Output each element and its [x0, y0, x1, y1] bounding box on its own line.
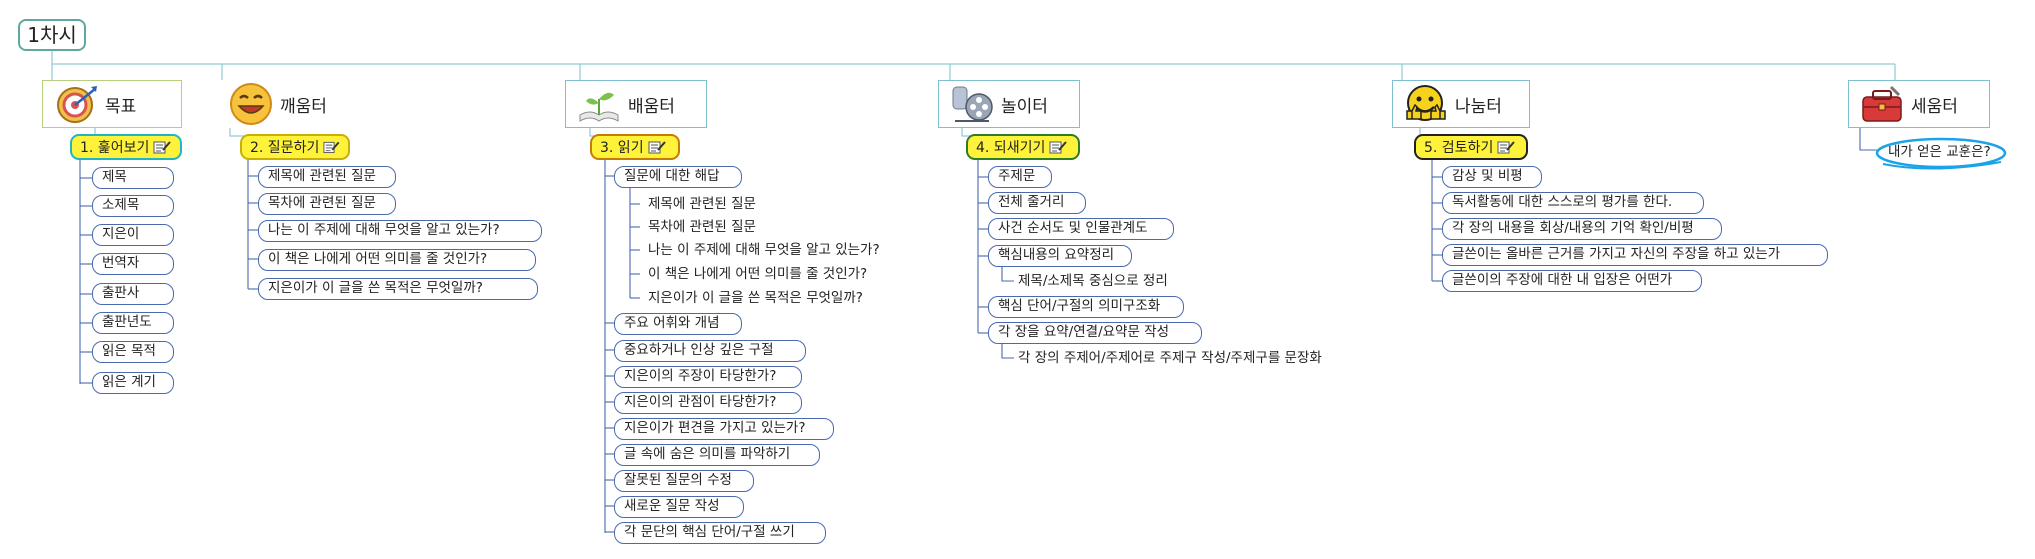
- list-item[interactable]: 이 책은 나에게 어떤 의미를 줄 것인가?: [258, 249, 536, 271]
- step-review[interactable]: 4. 되새기기: [966, 134, 1080, 160]
- list-item[interactable]: 나는 이 주제에 대해 무엇을 알고 있는가?: [648, 242, 880, 258]
- step-skim[interactable]: 1. 훑어보기: [70, 134, 182, 160]
- film-reel-icon: [952, 86, 993, 122]
- root-topic[interactable]: 1차시: [18, 19, 86, 51]
- target-icon: [57, 86, 97, 123]
- list-item[interactable]: 각 장의 주제어/주제어로 주제구 작성/주제구를 문장화: [1018, 350, 1322, 366]
- list-item[interactable]: 제목: [92, 167, 174, 189]
- list-item[interactable]: 소제목: [92, 195, 174, 217]
- smiley-face-icon: [230, 83, 272, 125]
- list-item[interactable]: 지은이의 관점이 타당한가?: [614, 392, 802, 414]
- list-item[interactable]: 지은이가 이 글을 쓴 목적은 무엇일까?: [258, 278, 538, 300]
- note-icon: [323, 141, 340, 154]
- step-read[interactable]: 3. 읽기: [590, 134, 680, 160]
- step-review-label: 4. 되새기기: [976, 140, 1046, 156]
- branch-goal-title: 목표: [105, 96, 137, 117]
- branch-awaken[interactable]: 깨움터: [218, 80, 348, 128]
- list-item[interactable]: 주제문: [988, 166, 1052, 188]
- branch-share[interactable]: 나눔터: [1392, 80, 1530, 128]
- list-item[interactable]: 읽은 계기: [92, 372, 174, 394]
- step-skim-label: 1. 훑어보기: [80, 140, 150, 156]
- branch-play-title: 놀이터: [1001, 96, 1048, 117]
- step-check[interactable]: 5. 검토하기: [1414, 134, 1528, 160]
- step-question-label: 2. 질문하기: [250, 140, 320, 156]
- note-icon: [1497, 141, 1516, 154]
- highlight-circle: [1875, 137, 2007, 170]
- thumbs-up-smiley-icon: [1406, 85, 1446, 121]
- list-item[interactable]: 중요하거나 인상 깊은 구절: [614, 340, 806, 362]
- list-item[interactable]: 핵심 단어/구절의 의미구조화: [988, 296, 1184, 318]
- list-item[interactable]: 사건 순서도 및 인물관계도: [988, 218, 1174, 240]
- list-item[interactable]: 읽은 목적: [92, 341, 174, 363]
- branch-learn[interactable]: 배움터: [565, 80, 707, 128]
- note-icon: [648, 141, 666, 154]
- list-item[interactable]: 주요 어휘와 개념: [614, 313, 742, 335]
- list-item[interactable]: 전체 줄거리: [988, 192, 1086, 214]
- list-item[interactable]: 번역자: [92, 253, 174, 275]
- list-item[interactable]: 목차에 관련된 질문: [648, 219, 756, 235]
- list-item[interactable]: 감상 및 비평: [1442, 166, 1542, 188]
- list-item[interactable]: 잘못된 질문의 수정: [614, 470, 754, 492]
- note-icon: [153, 141, 172, 154]
- step-read-label: 3. 읽기: [600, 140, 644, 156]
- step-check-label: 5. 검토하기: [1424, 140, 1494, 156]
- list-item[interactable]: 출판년도: [92, 312, 174, 334]
- list-item[interactable]: 각 장을 요약/연결/요약문 작성: [988, 322, 1202, 344]
- list-item[interactable]: 이 책은 나에게 어떤 의미를 줄 것인가?: [648, 266, 868, 282]
- list-item[interactable]: 독서활동에 대한 스스로의 평가를 한다.: [1442, 192, 1704, 214]
- branch-awaken-title: 깨움터: [280, 96, 327, 117]
- branch-grow-title: 세움터: [1911, 96, 1958, 117]
- list-item[interactable]: 제목에 관련된 질문: [258, 166, 396, 188]
- step-question[interactable]: 2. 질문하기: [240, 134, 350, 160]
- list-item[interactable]: 지은이가 이 글을 쓴 목적은 무엇일까?: [648, 290, 863, 306]
- branch-share-title: 나눔터: [1455, 96, 1502, 117]
- list-item[interactable]: 각 문단의 핵심 단어/구절 쓰기: [614, 522, 826, 544]
- list-item[interactable]: 내가 얻은 교훈은?: [1888, 144, 1991, 160]
- list-item[interactable]: 지은이의 주장이 타당한가?: [614, 366, 802, 388]
- toolbox-icon: [1862, 85, 1902, 122]
- branch-learn-title: 배움터: [628, 96, 675, 117]
- branch-play[interactable]: 놀이터: [938, 80, 1080, 128]
- branch-goal[interactable]: 목표: [42, 80, 182, 128]
- list-item[interactable]: 지은이: [92, 224, 174, 246]
- list-item[interactable]: 글쓴이는 올바른 근거를 가지고 자신의 주장을 하고 있는가: [1442, 244, 1828, 266]
- list-item[interactable]: 질문에 대한 해답: [614, 166, 742, 188]
- list-item[interactable]: 글 속에 숨은 의미를 파악하기: [614, 444, 820, 466]
- list-item[interactable]: 핵심내용의 요약정리: [988, 245, 1132, 267]
- list-item[interactable]: 나는 이 주제에 대해 무엇을 알고 있는가?: [258, 220, 542, 242]
- list-item[interactable]: 새로운 질문 작성: [614, 496, 744, 518]
- list-item[interactable]: 각 장의 내용을 회상/내용의 기억 확인/비평: [1442, 218, 1722, 240]
- list-item[interactable]: 출판사: [92, 283, 174, 305]
- list-item[interactable]: 글쓴이의 주장에 대한 내 입장은 어떤가: [1442, 270, 1702, 292]
- list-item[interactable]: 제목에 관련된 질문: [648, 196, 756, 212]
- note-icon: [1049, 141, 1068, 154]
- list-item[interactable]: 제목/소제목 중심으로 정리: [1018, 273, 1168, 289]
- open-book-icon: [579, 92, 619, 122]
- list-item[interactable]: 지은이가 편견을 가지고 있는가?: [614, 418, 834, 440]
- list-item[interactable]: 목차에 관련된 질문: [258, 193, 396, 215]
- branch-grow[interactable]: 세움터: [1848, 80, 1990, 128]
